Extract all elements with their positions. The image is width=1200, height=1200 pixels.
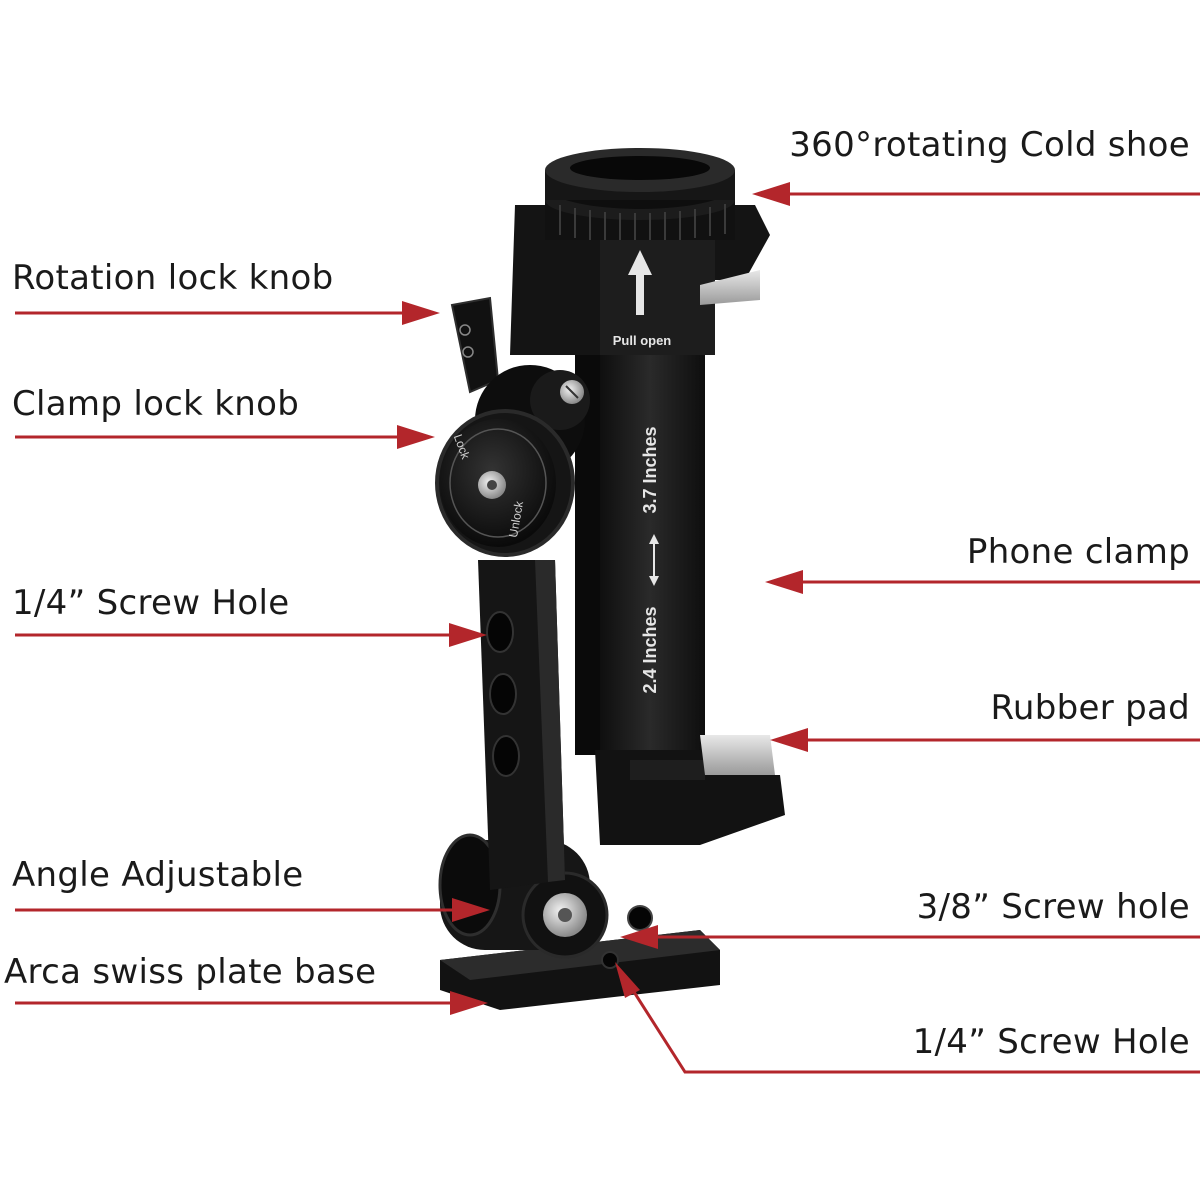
pull-open-arrow-icon xyxy=(628,250,652,315)
arrowhead-icon xyxy=(450,991,488,1015)
arm-screw-hole-3 xyxy=(492,735,520,777)
label-rubber-pad: Rubber pad xyxy=(990,688,1190,728)
label-clamp-lock-knob: Clamp lock knob xyxy=(12,384,300,424)
callout-arrowheads xyxy=(397,182,808,1015)
max-width-text: 3.7 Inches xyxy=(640,426,660,513)
min-width-text: 2.4 Inches xyxy=(640,606,660,693)
arrowhead-icon xyxy=(402,301,440,325)
mount-arm xyxy=(478,560,565,890)
label-phone-clamp: Phone clamp xyxy=(966,532,1190,572)
arm-screw-hole-2 xyxy=(489,673,517,715)
width-range-arrow-icon xyxy=(649,534,659,586)
label-rotation-lock-knob: Rotation lock knob xyxy=(12,258,334,298)
arrowhead-icon xyxy=(449,623,487,647)
label-base-screw-hole: 1/4” Screw Hole xyxy=(912,1022,1190,1062)
arrowhead-icon xyxy=(615,962,640,998)
clamp-lock-knob xyxy=(435,365,590,557)
arrowhead-icon xyxy=(770,728,808,752)
unlock-text: Unlock xyxy=(506,499,526,539)
rotation-lock-knob xyxy=(450,296,500,394)
knurl-ring xyxy=(559,204,726,240)
arrowhead-icon xyxy=(397,425,435,449)
arrowhead-icon xyxy=(620,925,658,949)
callout-lines xyxy=(15,192,1200,1074)
label-3-8-screw-hole: 3/8” Screw hole xyxy=(916,887,1190,927)
lower-rubber-pad xyxy=(700,735,775,775)
callout-line-base-1-4-hole xyxy=(618,969,1200,1074)
phone-mount xyxy=(435,148,785,1010)
arrowhead-icon xyxy=(452,898,490,922)
label-side-screw-hole: 1/4” Screw Hole xyxy=(12,583,290,623)
base-screw-hole-3-8 xyxy=(627,905,653,931)
label-cold-shoe: 360°rotating Cold shoe xyxy=(789,125,1190,165)
pull-open-text: Pull open xyxy=(613,333,672,348)
arm-screw-hole-1 xyxy=(486,611,514,653)
label-angle-adjustable: Angle Adjustable xyxy=(12,855,304,895)
upper-rubber-pad xyxy=(700,270,760,305)
base-screw-hole-1-4 xyxy=(601,951,619,969)
label-arca-swiss-base: Arca swiss plate base xyxy=(4,952,377,992)
phone-clamp xyxy=(510,205,785,845)
arrowhead-icon xyxy=(752,182,790,206)
arrowhead-icon xyxy=(765,570,803,594)
product-markings: Pull open 3.7 Inches 2.4 Inches Lock Unl… xyxy=(451,333,671,694)
cold-shoe xyxy=(545,148,735,240)
